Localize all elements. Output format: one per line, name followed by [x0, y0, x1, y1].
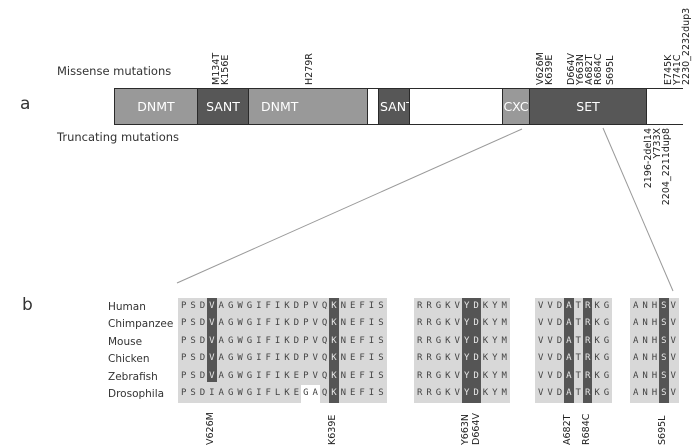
alignment-block	[630, 298, 679, 404]
missense-mutations-label: Missense mutations	[57, 64, 172, 78]
conserved-mutation-column	[207, 298, 217, 382]
conserved-mutation-column	[462, 298, 472, 404]
panel-a-letter: a	[20, 94, 31, 114]
conserved-mutation-column	[564, 298, 574, 404]
panel-b-letter: b	[22, 295, 33, 315]
organism-label-human: Human	[108, 301, 146, 313]
alignment-mutation-label: R684C	[581, 414, 592, 445]
alignment-mutation-label: Y663N	[460, 414, 471, 445]
alignment-gap-cell	[301, 385, 311, 404]
domain-cxc: CXC	[503, 89, 530, 124]
organism-label-zebrafish: Zebrafish	[108, 370, 158, 383]
organism-label-chimpanzee: Chimpanzee	[108, 318, 174, 331]
alignment-mutation-label: K639E	[327, 415, 339, 445]
domain-linker	[368, 89, 379, 124]
zoom-line-left	[176, 128, 523, 284]
truncating-mutations-label: Truncating mutations	[57, 130, 180, 144]
conserved-mutation-column	[583, 298, 593, 404]
alignment-mutation-label: V626M	[205, 412, 217, 445]
domain-set: SET	[530, 89, 647, 124]
domain-sant: SANT	[198, 89, 249, 124]
domain-linker	[647, 89, 684, 124]
domain-linker	[410, 89, 503, 124]
protein-domain-bar: DNMTSANTDNMTSANTCXCSET	[114, 88, 684, 125]
conserved-mutation-column	[329, 298, 339, 404]
conserved-mutation-column	[471, 298, 481, 404]
organism-label-drosophila: Drosophila	[108, 388, 165, 400]
domain-sant: SANT	[379, 89, 410, 124]
alignment-mutation-label: D664V	[471, 413, 482, 445]
zoom-line-right	[602, 127, 674, 292]
domain-dnmt: DNMT	[249, 89, 368, 124]
alignment-mutation-label: S695L	[657, 415, 669, 445]
alignment-gap-cell	[310, 385, 320, 404]
organism-label-mouse: Mouse	[108, 335, 143, 348]
conserved-mutation-column	[659, 298, 669, 404]
domain-dnmt: DNMT	[115, 89, 198, 124]
organism-label-chicken: Chicken	[108, 353, 150, 366]
alignment-mutation-label: A682T	[562, 414, 574, 445]
alignment-block	[535, 298, 613, 404]
